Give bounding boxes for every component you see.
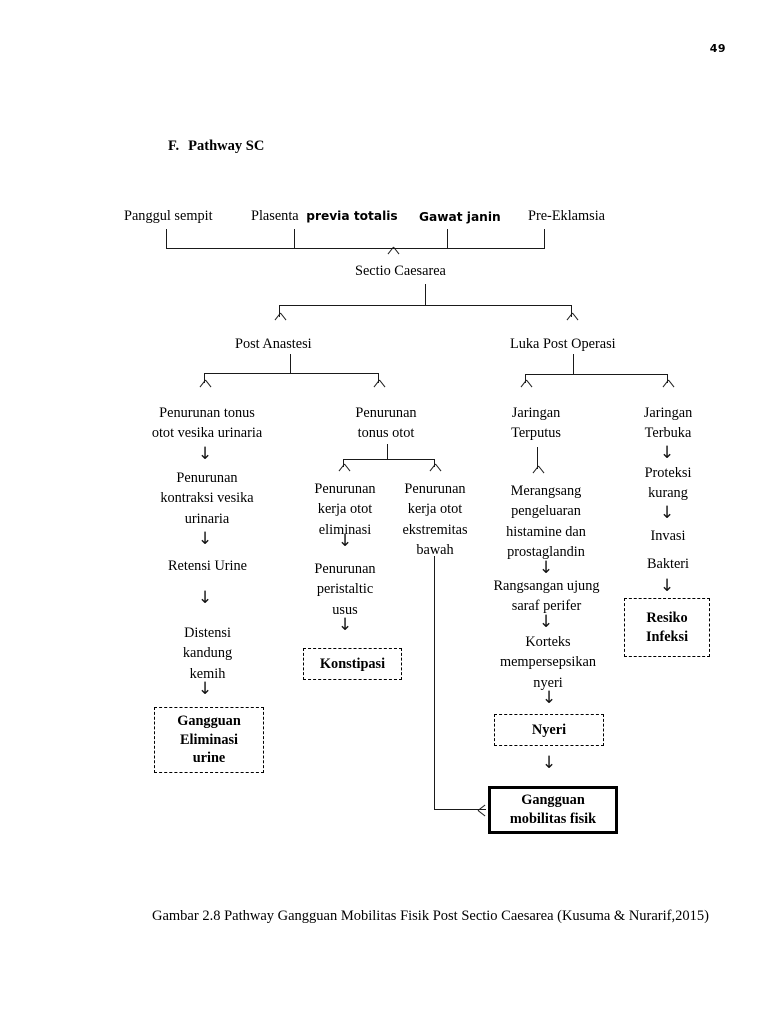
node-invasi: Invasi — [650, 528, 686, 544]
connector-cause3-stem — [447, 229, 448, 249]
arrow-to-merangsang — [532, 466, 543, 475]
connector-cause2-stem — [294, 229, 295, 249]
node-sectio-caesarea: Sectio Caesarea — [355, 263, 446, 279]
connector-terputus-stem — [537, 447, 538, 469]
connector-root-right-drop — [571, 305, 572, 317]
node-gawat-janin: Gawat janin — [419, 210, 501, 224]
arrow-mid-2: ↓ — [337, 615, 353, 635]
outcome-gangguan-eliminasi-urine: Gangguan Eliminasi urine — [154, 707, 264, 773]
outcome-nyeri: Nyeri — [494, 714, 604, 746]
connector-ekstremitas-long-vertical — [434, 556, 435, 810]
figure-caption: Gambar 2.8 Pathway Gangguan Mobilitas Fi… — [152, 908, 709, 924]
arrow-nyeri-to-final: ↓ — [541, 753, 557, 773]
section-heading: F. Pathway SC — [168, 138, 264, 155]
outcome-resiko-infeksi: Resiko Infeksi — [624, 598, 710, 657]
arrow-to-post-anastesi — [274, 313, 285, 322]
node-proteksi-kurang: Proteksi kurang — [644, 465, 692, 502]
arrow-to-penurunan-tonus-vesika — [199, 380, 210, 389]
arrow-to-kerja-otot-ekstremitas — [429, 464, 440, 473]
node-penurunan-kontraksi-vesika: Penurunan kontraksi vesika urinaria — [160, 470, 254, 527]
node-pre-eklamsia: Pre-Eklamsia — [528, 208, 606, 224]
arrow-to-gangguan-mobilitas-from-left — [478, 804, 487, 815]
connector-luka-stem — [573, 354, 574, 375]
connector-post-anastesi-stem — [290, 354, 291, 374]
connector-mid-rail — [343, 459, 434, 460]
node-distensi-kandung-kemih: Distensi kandung kemih — [182, 625, 233, 682]
node-merangsang-pengeluaran: Merangsang pengeluaran histamine dan pro… — [506, 483, 586, 560]
node-penurunan-kerja-otot-ekstremitas-bawah: Penurunan kerja otot ekstremitas bawah — [402, 481, 468, 558]
section-heading-letter: F. — [168, 138, 180, 154]
arrow-right-3: ↓ — [541, 688, 557, 708]
node-bakteri: Bakteri — [646, 556, 690, 572]
connector-root-left-drop — [279, 305, 280, 317]
connector-pa-right-drop — [378, 373, 379, 383]
section-heading-text: Pathway SC — [188, 138, 265, 154]
node-plasenta-sans-part: previa totalis — [306, 209, 398, 223]
node-penurunan-tonus-otot: Penurunan tonus otot — [355, 405, 417, 442]
node-jaringan-terbuka: Jaringan Terbuka — [643, 405, 693, 442]
connector-luka-rail — [525, 374, 667, 375]
node-plasenta-previa-totalis: Plasenta previa totalis — [251, 206, 398, 226]
arrow-far-2: ↓ — [659, 503, 675, 523]
node-post-anastesi: Post Anastesi — [235, 336, 312, 352]
arrow-right-1: ↓ — [538, 558, 554, 578]
connector-ekstremitas-elbow — [434, 809, 486, 810]
node-jaringan-terputus: Jaringan Terputus — [511, 405, 561, 442]
node-rangsangan-saraf-perifer: Rangsangan ujung saraf perifer — [493, 578, 600, 615]
connector-post-anastesi-rail — [204, 373, 379, 374]
arrow-far-3: ↓ — [659, 576, 675, 596]
node-panggul-sempit: Panggul sempit — [124, 208, 213, 224]
arrow-to-jaringan-terbuka — [662, 380, 673, 389]
page-number: 49 — [709, 42, 726, 55]
connector-cause1-stem — [166, 229, 167, 249]
node-korteks-mempersepsikan-nyeri: Korteks mempersepsikan nyeri — [499, 634, 597, 691]
arrow-to-kerja-otot-eliminasi — [338, 464, 349, 473]
arrow-left-4: ↓ — [197, 679, 213, 699]
outcome-gangguan-mobilitas-fisik: Gangguan mobilitas fisik — [488, 786, 618, 834]
connector-cause4-stem — [544, 229, 545, 249]
connector-mid-stem — [387, 444, 388, 460]
arrow-to-luka-post-operasi — [566, 313, 577, 322]
connector-root-rail — [279, 305, 572, 306]
arrow-to-sectio-caesarea — [387, 247, 398, 256]
connector-cause-rail — [166, 248, 545, 249]
node-penurunan-peristaltic-usus: Penurunan peristaltic usus — [314, 561, 376, 618]
arrow-to-jaringan-terputus — [520, 380, 531, 389]
arrow-left-1: ↓ — [197, 444, 213, 464]
arrow-to-penurunan-tonus-otot — [373, 380, 384, 389]
connector-pa-left-drop — [204, 373, 205, 383]
node-penurunan-kerja-otot-eliminasi: Penurunan kerja otot eliminasi — [314, 481, 376, 538]
arrow-left-3: ↓ — [197, 588, 213, 608]
arrow-left-2: ↓ — [197, 529, 213, 549]
arrow-right-2: ↓ — [538, 612, 554, 632]
arrow-mid-1: ↓ — [337, 531, 353, 551]
node-retensi-urine: Retensi Urine — [167, 558, 247, 574]
connector-root-stem — [425, 284, 426, 306]
outcome-konstipasi: Konstipasi — [303, 648, 402, 680]
node-plasenta-serif-part: Plasenta — [251, 208, 299, 224]
node-luka-post-operasi: Luka Post Operasi — [510, 336, 616, 352]
node-penurunan-tonus-vesika: Penurunan tonus otot vesika urinaria — [151, 405, 263, 442]
arrow-far-1: ↓ — [659, 443, 675, 463]
